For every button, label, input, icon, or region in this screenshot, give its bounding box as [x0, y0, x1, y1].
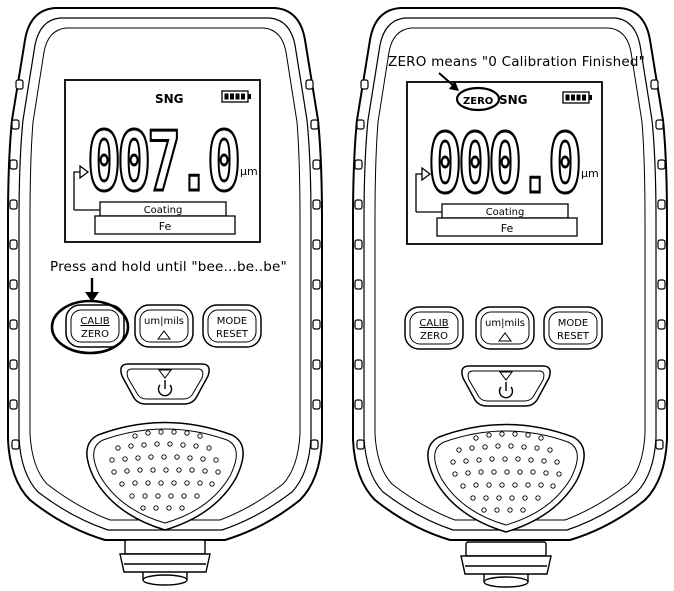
zero-meaning-note: ZERO means "0 Calibration Finished" — [388, 54, 646, 70]
substrate-label: Fe — [501, 222, 514, 235]
up-triangle-icon — [157, 330, 171, 340]
mode-label-button: MODE — [558, 318, 589, 329]
thickness-reading: 000.0 — [428, 117, 579, 212]
mode-label: SNG — [499, 93, 528, 107]
units-button[interactable]: um|mils — [134, 304, 194, 348]
power-button[interactable] — [461, 365, 551, 407]
unit-label: µm — [581, 167, 599, 180]
mode-label: SNG — [155, 92, 184, 106]
power-icon — [157, 380, 173, 397]
battery-icon — [221, 90, 251, 103]
mode-reset-button[interactable]: MODE RESET — [543, 306, 603, 350]
thickness-reading: 007.0 — [87, 115, 238, 210]
power-button[interactable] — [120, 363, 210, 405]
mode-label-button: MODE — [217, 316, 248, 327]
probe-arrow-icon — [73, 164, 100, 211]
zero-label: ZERO — [420, 331, 448, 342]
layer-label: Coating — [144, 205, 183, 216]
mode-reset-button[interactable]: MODE RESET — [202, 304, 262, 348]
reset-label: RESET — [557, 331, 590, 342]
press-hold-instruction: Press and hold until "bee...be..be" — [50, 259, 287, 275]
calib-label: CALIB — [419, 318, 448, 329]
instruction-arrow — [85, 278, 99, 302]
down-triangle-icon — [158, 369, 172, 379]
calib-zero-button[interactable]: CALIB ZERO — [404, 306, 464, 350]
power-icon — [498, 382, 514, 399]
units-button[interactable]: um|mils — [475, 306, 535, 350]
calib-zero-button[interactable]: CALIB ZERO — [65, 304, 125, 348]
coating-gauge-left: SNG 007.0 µm Coating Fe CALIB ZERO um|mi… — [0, 0, 330, 591]
zero-label: ZERO — [81, 329, 109, 340]
speaker-grille — [427, 423, 585, 533]
probe-arrow-icon — [415, 166, 442, 213]
up-triangle-icon — [498, 332, 512, 342]
unit-label: µm — [240, 165, 258, 178]
highlight-circle — [50, 299, 130, 355]
reset-label: RESET — [216, 329, 249, 340]
zero-indicator: ZERO — [463, 96, 493, 107]
probe-foot — [460, 541, 552, 588]
units-label: um|mils — [144, 316, 184, 327]
layer-label: Coating — [486, 207, 525, 218]
zero-highlight-circle — [455, 86, 501, 112]
units-label: um|mils — [485, 318, 525, 329]
down-triangle-icon — [499, 371, 513, 381]
note-arrow — [438, 72, 459, 91]
coating-gauge-right: ZERO SNG 000.0 µm Coating Fe CALIB ZERO … — [345, 0, 674, 591]
probe-foot — [119, 539, 211, 586]
substrate-label: Fe — [159, 220, 172, 233]
calib-label: CALIB — [80, 316, 109, 327]
speaker-grille — [86, 421, 244, 531]
battery-icon — [562, 91, 592, 104]
